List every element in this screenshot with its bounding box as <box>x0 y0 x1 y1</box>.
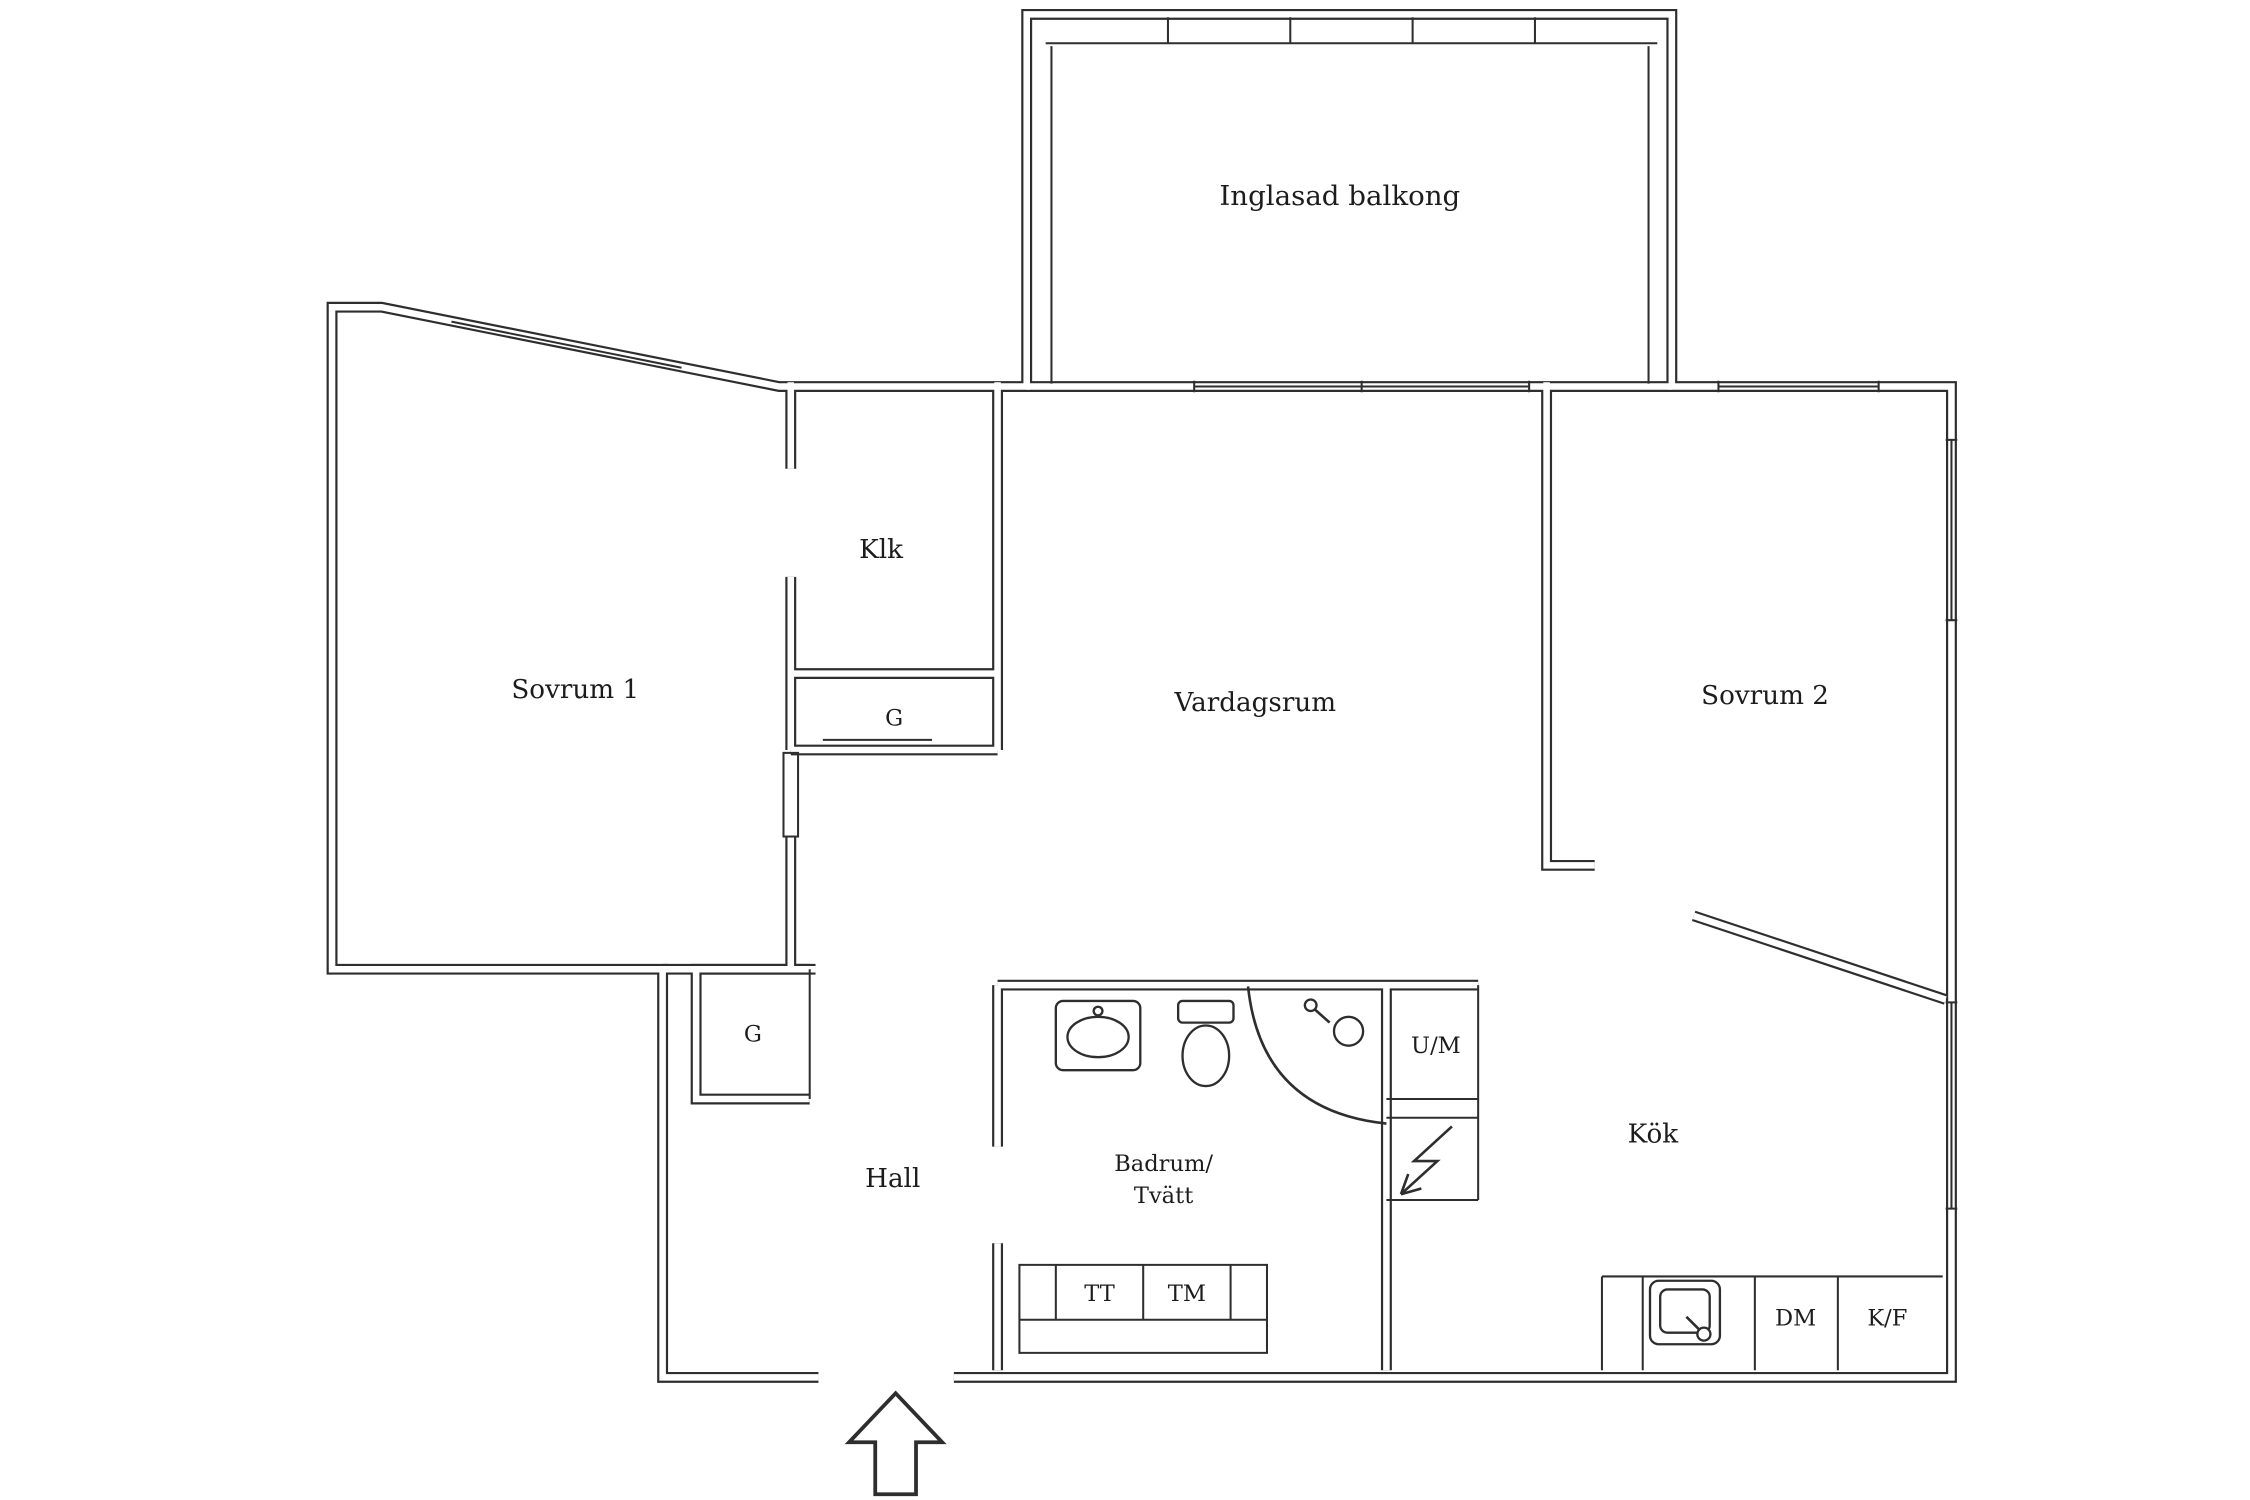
shower-icon <box>1246 986 1387 1125</box>
bedroom1-door-leaf <box>782 751 800 838</box>
appliance-label-tm: TM <box>1168 1281 1206 1307</box>
room-label-bathroom-line1: Badrum/ <box>1114 1151 1213 1177</box>
toilet-icon <box>1176 999 1235 1088</box>
appliance-label-dm: DM <box>1775 1306 1816 1332</box>
room-label-wardrobe1: G <box>885 706 903 732</box>
bathroom-fixtures <box>1054 986 1387 1125</box>
laundry-machine-cells <box>1018 1263 1269 1354</box>
window-kitchen-right <box>1945 1001 1958 1210</box>
room-label-balcony: Inglasad balkong <box>1219 180 1460 212</box>
room-label-bathroom-line2: Tvätt <box>1134 1183 1193 1209</box>
room-label-hall: Hall <box>865 1164 920 1194</box>
room-labels: Inglasad balkong Klk Sovrum 1 G Vardagsr… <box>511 180 1829 1209</box>
electrical-panel-icon <box>1399 1125 1453 1196</box>
window-bedroom2-right <box>1945 438 1958 622</box>
window-bedroom1-diagonal <box>451 320 682 369</box>
room-label-wardrobe2: G <box>744 1021 762 1047</box>
window-bedroom2-top <box>1717 380 1880 393</box>
bathroom-sink-icon <box>1054 999 1142 1072</box>
appliance-labels: U/M TT TM DM K/F <box>1084 1033 1907 1331</box>
interior-lines <box>782 738 1943 1371</box>
appliance-label-kf: K/F <box>1867 1306 1907 1332</box>
kitchen-fixtures <box>1399 1125 1722 1346</box>
window-balcony-doors <box>1193 380 1531 393</box>
balcony-glazing <box>1045 17 1658 384</box>
room-label-bedroom2: Sovrum 2 <box>1701 681 1829 711</box>
appliance-label-tt: TT <box>1084 1281 1115 1307</box>
appliance-label-um: U/M <box>1411 1033 1461 1059</box>
kitchen-sink-icon <box>1648 1279 1722 1346</box>
windows <box>451 17 1958 1210</box>
room-label-kitchen: Kök <box>1628 1119 1679 1149</box>
um-closet-lines <box>1386 985 1480 1202</box>
room-label-klk: Klk <box>859 535 903 565</box>
room-label-bedroom1: Sovrum 1 <box>511 675 639 705</box>
kitchen-counter-cells <box>1600 1275 1943 1371</box>
entry-arrow-icon <box>844 1390 947 1497</box>
room-label-living: Vardagsrum <box>1174 688 1337 718</box>
